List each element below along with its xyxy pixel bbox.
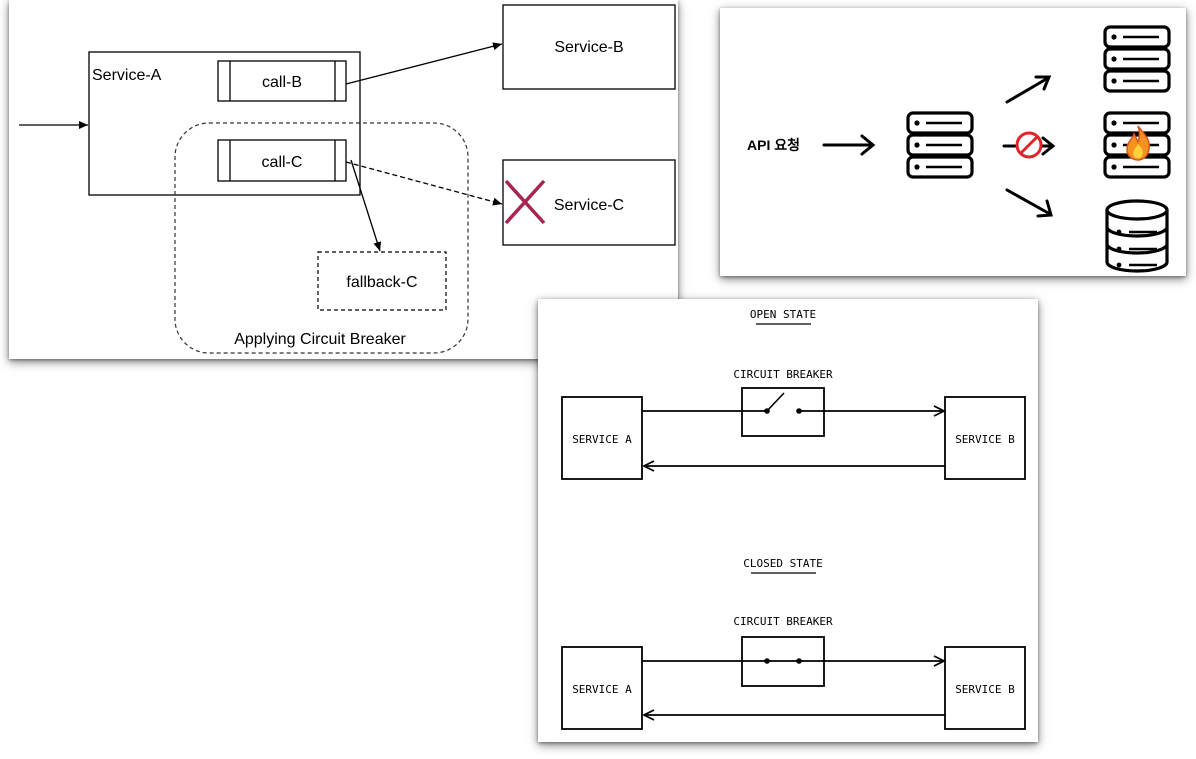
route-up-arrow [1005,75,1052,104]
closed-service-a-label: SERVICE A [572,683,632,696]
call-b-to-service-b-arrow [345,42,503,85]
open-service-a-label: SERVICE A [572,433,632,446]
service-c-box [502,159,676,246]
call-c-box: call-C [217,139,347,182]
circuit-breaker-fallback-diagram: Service-A Applying Circuit Breaker call-… [9,0,678,359]
closed-state-title: CLOSED STATE [743,557,822,570]
open-service-b-label: SERVICE B [955,433,1015,446]
fallback-c-box [317,251,447,311]
open-breaker-label: CIRCUIT BREAKER [733,368,833,381]
route-down-arrow [1005,188,1053,218]
circuit-breaker-states-diagram: OPEN STATE SERVICE A SERVICE B CIRCUIT B… [538,299,1038,742]
call-b-label: call-B [262,74,302,91]
routing-diagram-svg: API 요청 [747,25,1171,273]
failure-x-icon [504,179,546,225]
call-c-label: call-C [262,154,303,171]
no-entry-icon [1015,131,1043,159]
api-request-label: API 요청 [747,137,800,153]
closed-breaker-label: CIRCUIT BREAKER [733,615,833,628]
api-request-routing-diagram: API 요청 [720,8,1186,276]
call-c-to-fallback-arrow [350,159,382,252]
closed-service-a-box [561,646,643,730]
call-c-to-service-c-dashed-arrow [345,161,503,206]
open-service-a-box [561,396,643,480]
open-breaker-box [741,387,825,437]
fallback-c-label: fallback-C [346,274,417,291]
closed-switch-icon [764,658,802,664]
database-icon [1105,199,1169,273]
states-diagram-svg: OPEN STATE SERVICE A SERVICE B CIRCUIT B… [561,308,1026,730]
request-arrow [822,134,876,156]
service-a-label: Service-A [92,67,162,84]
closed-service-b-box [944,646,1026,730]
fallback-diagram-svg: Service-A Applying Circuit Breaker call-… [19,4,676,354]
circuit-breaker-region-label: Applying Circuit Breaker [234,331,406,348]
open-service-b-box [944,396,1026,480]
fire-icon [1126,125,1151,161]
service-b-box [502,4,676,90]
closed-service-b-label: SERVICE B [955,683,1015,696]
service-c-label: Service-C [554,197,624,214]
gateway-server-icon [906,111,974,179]
service-b-label: Service-B [554,39,623,56]
open-state-title: OPEN STATE [750,308,816,321]
circuit-breaker-region [174,122,469,354]
healthy-server-icon [1103,25,1171,93]
call-b-box: call-B [217,60,347,102]
